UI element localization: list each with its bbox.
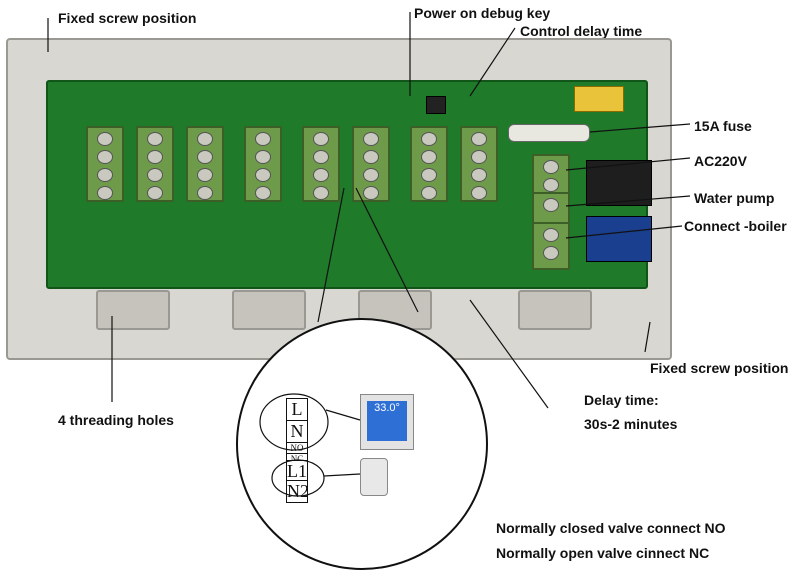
control-delay-label: Control delay time: [520, 23, 643, 39]
terminal-block: [352, 126, 390, 202]
thermostat: 33.0°: [360, 394, 414, 450]
ac220-label: AC220V: [694, 153, 747, 169]
thermostat-screen: 33.0°: [367, 401, 407, 441]
valve-nc-note: Normally closed valve connect NO: [496, 520, 726, 536]
threading-holes-label: 4 threading holes: [58, 412, 174, 428]
valve-actuator: [360, 458, 388, 496]
water-pump-terminal: [532, 192, 570, 226]
fuse: [508, 124, 590, 142]
terminal-block: [410, 126, 448, 202]
delay-time-title: Delay time:: [584, 392, 659, 408]
threading-hole: [232, 290, 306, 330]
water-pump-label: Water pump: [694, 190, 775, 206]
terminal-N2: N2: [286, 480, 309, 503]
fixed-screw-label-bottom: Fixed screw position: [650, 360, 789, 376]
terminal-block: [460, 126, 498, 202]
debug-key: [426, 96, 446, 114]
delay-time-value: 30s-2 minutes: [584, 416, 678, 432]
relay: [586, 216, 652, 262]
terminal-block: [186, 126, 224, 202]
threading-hole: [518, 290, 592, 330]
terminal-block: [244, 126, 282, 202]
valve-no-note: Normally open valve cinnect NC: [496, 545, 710, 561]
thermostat-temp: 33.0°: [374, 402, 400, 414]
terminal-block: [136, 126, 174, 202]
relay: [586, 160, 652, 206]
boiler-terminal: [532, 222, 570, 270]
boiler-label: Connect -boiler: [684, 218, 787, 234]
power-debug-label: Power on debug key: [414, 5, 551, 21]
terminal-block: [86, 126, 124, 202]
capacitor: [574, 86, 624, 112]
terminal-N: N: [286, 420, 308, 443]
terminal-L: L: [286, 398, 308, 421]
fixed-screw-label-top: Fixed screw position: [58, 10, 197, 26]
fuse-label: 15A fuse: [694, 118, 752, 134]
terminal-block: [302, 126, 340, 202]
threading-hole: [96, 290, 170, 330]
